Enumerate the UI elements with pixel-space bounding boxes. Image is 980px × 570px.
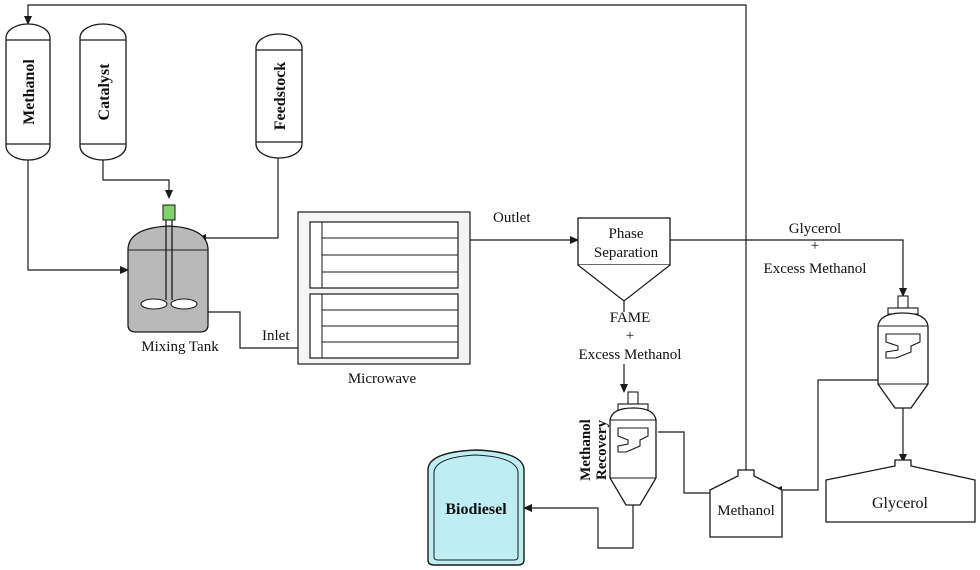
methanol-storage-tank: Methanol <box>5 23 51 161</box>
feedstock-storage-tank: Feedstock <box>255 33 303 159</box>
biodiesel-tank: Biodiesel <box>427 449 525 566</box>
methanol-product-label: Methanol <box>717 503 775 519</box>
glycerol-product-label: Glycerol <box>872 495 929 512</box>
methanol-feed-line <box>27 160 129 274</box>
recovery-methanol-line <box>658 431 719 497</box>
feedstock-tank-label: Feedstock <box>272 62 289 131</box>
fame-excess-methanol-label: Excess Methanol <box>579 347 682 363</box>
methanol-recycle-line <box>24 4 747 480</box>
glycerol-stream-line <box>670 239 907 297</box>
methanol-recovery-label-line1: Methanol <box>578 419 594 481</box>
glycerol-product-tank: Glycerol <box>825 459 976 523</box>
inlet-label: Inlet <box>262 328 290 344</box>
methanol-recovery-label-line2: Recovery <box>594 420 610 480</box>
phase-separator: Phase Separation <box>577 217 671 302</box>
microwave-reactor: Microwave <box>297 211 471 387</box>
separator-baffle-icon <box>885 333 921 359</box>
glycerol-separator-vessel <box>877 295 929 409</box>
fame-label: FAME <box>610 310 651 326</box>
biodiesel-label: Biodiesel <box>445 501 507 518</box>
glycerol-stream-label: Glycerol <box>789 221 841 237</box>
catalyst-tank-label: Catalyst <box>96 63 113 121</box>
glycerol-excess-methanol-label: Excess Methanol <box>764 261 867 277</box>
methanol-recovery-vessel: Methanol Recovery <box>578 391 657 506</box>
phase-separation-label-line1: Phase <box>609 226 644 242</box>
biodiesel-line <box>523 504 634 549</box>
recovery-baffle-icon <box>617 427 649 453</box>
microwave-label: Microwave <box>348 371 417 387</box>
inlet-line <box>208 311 311 352</box>
feedstock-feed-line <box>197 158 279 242</box>
catalyst-feed-line <box>102 160 173 199</box>
phase-separation-label-line2: Separation <box>594 245 659 261</box>
agitator-blades-icon <box>140 298 198 310</box>
catalyst-storage-tank: Catalyst <box>79 23 127 161</box>
fame-plus-label: + <box>626 328 634 344</box>
flow-lines <box>24 4 907 549</box>
outlet-label: Outlet <box>493 210 531 226</box>
mixing-tank-label: Mixing Tank <box>141 339 219 355</box>
separator-methanol-line <box>773 379 878 494</box>
catalyst-valve-icon <box>162 204 176 221</box>
glycerol-plus-label: + <box>811 238 819 254</box>
mixing-tank: Mixing Tank <box>127 204 219 355</box>
methanol-tank-label: Methanol <box>21 59 38 125</box>
methanol-product-tank: Methanol <box>709 469 783 538</box>
